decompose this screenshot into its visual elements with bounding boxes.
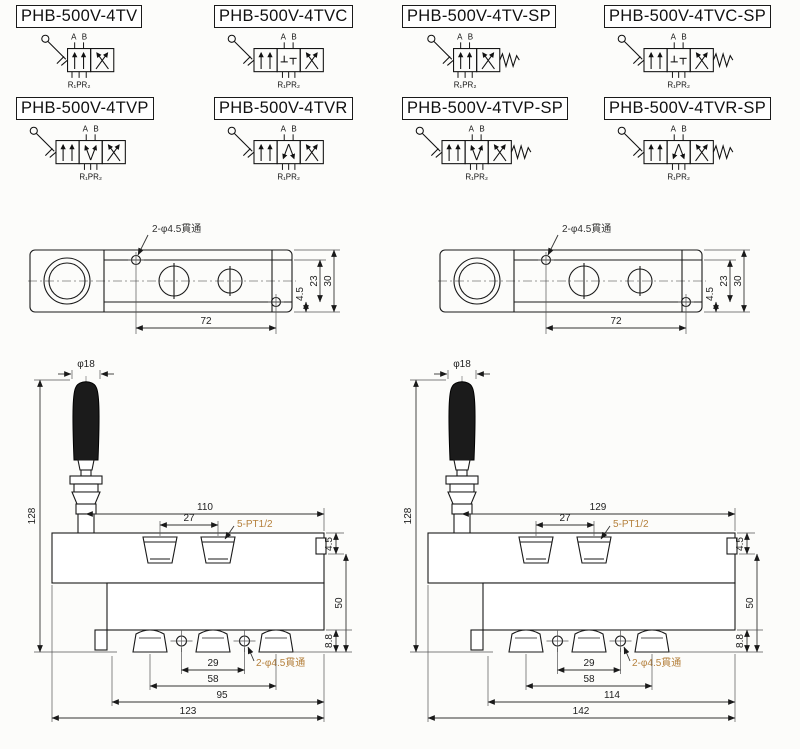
dim-label-port-pitch: 27	[183, 513, 195, 524]
port-a-label: A	[83, 125, 89, 134]
ports-bottom-label: R₁PR₂	[277, 81, 300, 90]
dim-label-foot: 8.8	[735, 634, 746, 648]
port-a-label: A	[671, 125, 677, 134]
port-b-label: B	[681, 33, 686, 42]
dim-label-handle-dia: φ18	[77, 359, 95, 370]
model-label: PHB-500V-4TVP	[16, 97, 154, 121]
port-a-label: A	[469, 125, 475, 134]
dim-label-height: 128	[403, 507, 414, 524]
port-b-label: B	[291, 33, 296, 42]
dim-label-29: 29	[207, 658, 219, 669]
valve-symbol-3pos-exhaust-spring: A B R₁PR₂	[617, 125, 734, 182]
ports-bottom-label: R₁PR₂	[465, 173, 488, 182]
model-label: PHB-500V-4TVC-SP	[604, 5, 772, 29]
dimensions: φ18 128 129 27 5-PT1/2 4.5 50	[403, 359, 763, 722]
model-label: PHB-500V-4TVP-SP	[402, 97, 569, 121]
dim-label-4-5: 4.5	[295, 287, 306, 301]
dim-label-top-width: 110	[197, 502, 213, 513]
ports-bottom-label: R₁PR₂	[277, 173, 300, 182]
ports-bottom-label: R₁PR₂	[68, 81, 91, 90]
dim-label-body: 50	[334, 597, 345, 609]
dimensions: φ18 128 110 27 5-PT1/2 4.5 50	[27, 359, 352, 722]
port-b-label: B	[479, 125, 484, 134]
dim-label-30: 30	[323, 275, 334, 287]
dim-label-foot: 8.8	[324, 634, 335, 648]
valve-symbol-2pos: A B R₁PR₂	[41, 33, 149, 90]
hole-callout: 2-φ4.5貫通	[256, 657, 305, 669]
model-label: PHB-500V-4TVC	[214, 5, 353, 29]
front-view-drawing-left: φ18 128 110 27 5-PT1/2 4.5 50	[27, 359, 352, 722]
port-a-label: A	[281, 125, 287, 134]
valve-body	[427, 532, 738, 653]
ports-bottom-label: R₁PR₂	[454, 81, 477, 90]
valve-symbol-3pos-pressure-spring: A B R₁PR₂	[415, 125, 532, 182]
dim-label-port-pitch: 27	[559, 513, 571, 524]
dim-label-total: 142	[573, 706, 590, 717]
model-cell-4tv-sp: PHB-500V-4TV-SP A B R₁PR₂	[392, 5, 594, 97]
dim-label-top-width: 129	[590, 502, 607, 513]
ports-bottom-label: R₁PR₂	[667, 173, 690, 182]
port-b-label: B	[468, 33, 473, 42]
port-a-label: A	[71, 33, 77, 42]
valve-symbol-3pos-pressure: A B R₁PR₂	[29, 125, 149, 182]
hole-callout: 2-φ4.5貫通	[152, 223, 201, 235]
port-b-label: B	[93, 125, 98, 134]
ports-bottom-label: R₁PR₂	[79, 173, 102, 182]
front-view-drawing-right: φ18 128 129 27 5-PT1/2 4.5 50	[403, 359, 763, 722]
port-a-label: A	[671, 33, 677, 42]
model-label: PHB-500V-4TV-SP	[402, 5, 556, 29]
model-label: PHB-500V-4TVR-SP	[604, 97, 772, 121]
dim-label-58: 58	[207, 674, 219, 685]
dim-label-body: 50	[745, 597, 756, 609]
dim-label-30: 30	[733, 275, 744, 287]
port-thread-callout: 5-PT1/2	[237, 519, 273, 530]
dim-label-4-5: 4.5	[705, 287, 716, 301]
dim-label-span: 114	[604, 690, 620, 701]
dim-label-23: 23	[309, 275, 320, 287]
valve-symbol-2pos-spring: A B R₁PR₂	[427, 33, 520, 90]
port-b-label: B	[681, 125, 686, 134]
dim-label-step: 4.5	[324, 537, 335, 551]
port-b-label: B	[291, 125, 296, 134]
port-b-label: B	[82, 33, 87, 42]
ports-bottom-label: R₁PR₂	[667, 81, 690, 90]
model-cell-4tv: PHB-500V-4TV A B R₁PR₂	[6, 5, 204, 97]
top-view-drawing-left: 2-φ4.5貫通 72 30 23 4.5	[26, 223, 346, 344]
dim-label-handle-dia: φ18	[453, 359, 471, 370]
dim-label-23: 23	[719, 275, 730, 287]
dim-label-29: 29	[583, 658, 595, 669]
model-cell-4tvr-sp: PHB-500V-4TVR-SP A B R₁PR₂	[594, 97, 794, 189]
port-thread-callout: 5-PT1/2	[613, 519, 649, 530]
dim-label-height: 128	[27, 507, 38, 524]
model-cell-4tvp-sp: PHB-500V-4TVP-SP A B R₁PR₂	[392, 97, 594, 189]
dim-label-span: 95	[216, 690, 228, 701]
port-a-label: A	[281, 33, 287, 42]
dim-label-pitch: 72	[200, 316, 212, 327]
hole-callout: 2-φ4.5貫通	[632, 657, 681, 669]
model-cell-4tvc-sp: PHB-500V-4TVC-SP A B R₁PR₂	[594, 5, 794, 97]
model-cell-4tvp: PHB-500V-4TVP A B R₁PR₂	[6, 97, 204, 189]
dim-label-step: 4.5	[735, 537, 746, 551]
valve-symbol-3pos-closed: A B R₁PR₂	[227, 33, 347, 90]
dim-label-total: 123	[180, 706, 197, 717]
handle-assembly	[445, 376, 479, 536]
model-label: PHB-500V-4TVR	[214, 97, 353, 121]
handle-assembly	[69, 376, 103, 536]
valve-symbol-3pos-exhaust: A B R₁PR₂	[227, 125, 347, 182]
model-cell-4tvr: PHB-500V-4TVR A B R₁PR₂	[204, 97, 392, 189]
hole-callout: 2-φ4.5貫通	[562, 223, 611, 235]
valve-symbol-3pos-closed-spring: A B R₁PR₂	[617, 33, 734, 90]
model-cell-4tvc: PHB-500V-4TVC A B R₁PR₂	[204, 5, 392, 97]
model-label: PHB-500V-4TV	[16, 5, 143, 29]
model-grid: PHB-500V-4TV A B R₁PR₂ PHB-500V-4TVC	[6, 5, 798, 189]
port-a-label: A	[457, 33, 463, 42]
valve-body	[51, 532, 327, 653]
top-view-drawing-right: 2-φ4.5貫通 72 30 23 4.5	[436, 223, 756, 344]
dim-label-pitch: 72	[610, 316, 622, 327]
dim-label-58: 58	[583, 674, 595, 685]
